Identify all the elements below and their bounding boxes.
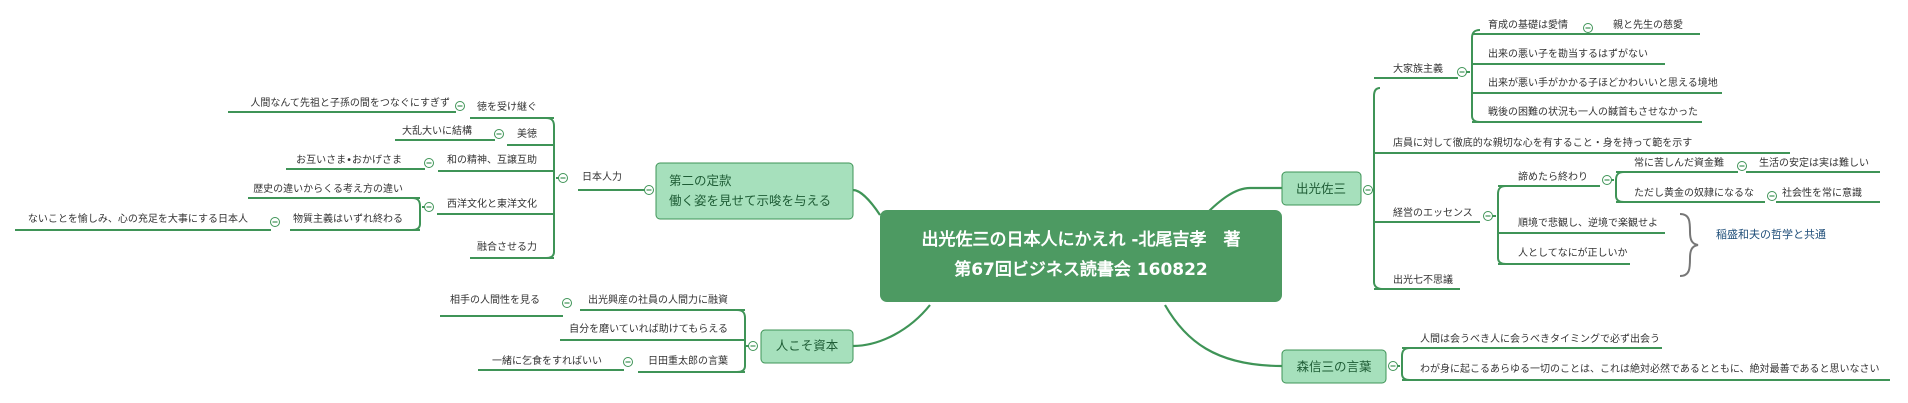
collapse-toggle-icon[interactable] xyxy=(455,101,465,111)
japanese-power-item-3: 西洋文化と東洋文化 xyxy=(447,197,537,210)
human-capital-item-2-child: 一緒に乞食をすればいい xyxy=(492,354,602,367)
collapse-toggle-icon[interactable] xyxy=(494,129,504,139)
central-title-line2: 第67回ビジネス読書会 160822 xyxy=(954,259,1208,280)
family-item-0-child: 親と先生の慈愛 xyxy=(1613,18,1683,31)
human-capital-item-0-child: 相手の人間性を見る xyxy=(450,293,540,306)
branch-spine-idemitsu xyxy=(1373,87,1383,290)
human-capital-item-1: 自分を磨いていれば助けてもらえる xyxy=(569,322,728,335)
topic-second-charter-line1: 第二の定款 xyxy=(669,173,732,188)
label-management-essence: 経営のエッセンス xyxy=(1393,206,1473,219)
summary-brace xyxy=(1679,213,1699,277)
collapse-toggle-icon[interactable] xyxy=(748,341,758,351)
collapse-toggle-icon[interactable] xyxy=(1737,161,1747,171)
japanese-power-item-0: 徳を受け継ぐ xyxy=(477,100,537,113)
collapse-toggle-icon[interactable] xyxy=(1363,185,1373,195)
human-capital-item-2: 日田重太郎の言葉 xyxy=(648,354,728,367)
collapse-toggle-icon[interactable] xyxy=(644,185,654,195)
japanese-power-item-0-child: 人間なんて先祖と子孫の間をつなぐにすぎず xyxy=(250,96,450,109)
idemitsu-seven-wonders: 出光七不思議 xyxy=(1393,273,1453,286)
essence-right-way: 人としてなにが正しいか xyxy=(1518,246,1628,259)
topic-human-capital[interactable]: 人こそ資本 xyxy=(760,329,854,364)
topic-second-charter[interactable]: 第二の定款 働く姿を見せて示唆を与える xyxy=(655,162,854,220)
collapse-toggle-icon[interactable] xyxy=(1583,23,1593,33)
japanese-power-item-2: 和の精神、互譲互助 xyxy=(447,153,537,166)
central-topic[interactable]: 出光佐三の日本人にかえれ -北尾吉孝 著 第67回ビジネス読書会 160822 xyxy=(880,210,1282,302)
store-clerk-principle: 店員に対して徹底的な親切な心を有すること・身を持って範を示す xyxy=(1393,136,1692,149)
japanese-power-item-4: 融合させる力 xyxy=(477,240,537,253)
family-item-3: 戦後の困難の状況も一人の馘首もさせなかった xyxy=(1488,105,1698,118)
collapse-toggle-icon[interactable] xyxy=(558,173,568,183)
east-west-child-1-child: ないことを愉しみ、心の充足を大事にする日本人 xyxy=(28,212,248,225)
japanese-power-item-1-child: 大乱大いに結構 xyxy=(402,124,472,137)
collapse-toggle-icon[interactable] xyxy=(424,202,434,212)
east-west-child-1: 物質主義はいずれ終わる xyxy=(293,212,403,225)
label-family-principle: 大家族主義 xyxy=(1393,62,1443,75)
family-item-1: 出来の悪い子を勘当するはずがない xyxy=(1488,47,1648,60)
collapse-toggle-icon[interactable] xyxy=(270,217,280,227)
human-capital-item-0: 出光興産の社員の人間力に融資 xyxy=(588,293,728,306)
collapse-toggle-icon[interactable] xyxy=(1388,361,1398,371)
topic-second-charter-line2: 働く姿を見せて示唆を与える xyxy=(669,193,831,208)
never-quit-item-0-child: 生活の安定は実は難しい xyxy=(1759,156,1869,169)
mori-quote-0: 人間は会うべき人に会うべきタイミングで必ず出会う xyxy=(1420,332,1660,345)
topic-human-capital-label: 人こそ資本 xyxy=(776,338,839,353)
collapse-toggle-icon[interactable] xyxy=(562,298,572,308)
topic-idemitsu-label: 出光佐三 xyxy=(1296,181,1346,196)
connector-to-mori xyxy=(1164,304,1283,368)
topic-mori-nobuzo[interactable]: 森信三の言葉 xyxy=(1281,349,1387,384)
east-west-child-0: 歴史の違いからくる考え方の違い xyxy=(253,182,403,195)
summary-inamori: 稲盛和夫の哲学と共通 xyxy=(1716,227,1826,241)
collapse-toggle-icon[interactable] xyxy=(1767,191,1777,201)
never-quit-item-1: ただし黄金の奴隷になるな xyxy=(1634,186,1754,199)
central-title-line1: 出光佐三の日本人にかえれ -北尾吉孝 著 xyxy=(922,229,1241,250)
connector-to-second-charter xyxy=(852,188,881,216)
family-item-2: 出来が悪い手がかかる子ほどかわいいと思える境地 xyxy=(1488,76,1718,89)
collapse-toggle-icon[interactable] xyxy=(1457,67,1467,77)
collapse-toggle-icon[interactable] xyxy=(1483,211,1493,221)
collapse-toggle-icon[interactable] xyxy=(424,158,434,168)
topic-mori-label: 森信三の言葉 xyxy=(1296,359,1372,374)
family-item-0: 育成の基礎は愛情 xyxy=(1488,18,1568,31)
essence-adversity: 順境で悲観し、逆境で楽観せよ xyxy=(1518,216,1658,229)
topic-idemitsu[interactable]: 出光佐三 xyxy=(1281,171,1362,206)
never-quit-item-0: 常に苦しんだ資金難 xyxy=(1634,156,1724,169)
connector-to-human-capital xyxy=(852,304,931,348)
japanese-power-item-1: 美徳 xyxy=(517,127,537,140)
never-quit-item-1-child: 社会性を常に意識 xyxy=(1782,186,1862,199)
japanese-power-item-2-child: お互いさま•おかげさま xyxy=(296,154,402,166)
label-japanese-power: 日本人力 xyxy=(582,170,622,183)
mori-quote-1: わが身に起こるあらゆる一切のことは、これは絶対必然であるとともに、絶対最善である… xyxy=(1420,362,1880,375)
collapse-toggle-icon[interactable] xyxy=(623,357,633,367)
collapse-toggle-icon[interactable] xyxy=(1602,175,1612,185)
label-never-quit: 諦めたら終わり xyxy=(1518,170,1588,183)
